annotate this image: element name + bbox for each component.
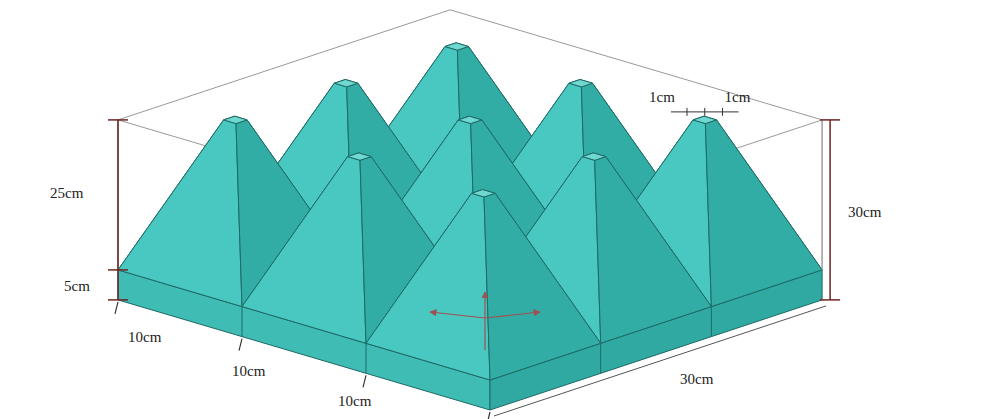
dimension-label: 30cm [680, 372, 713, 387]
pyramid-tip [693, 116, 717, 123]
base-cell-line [600, 343, 601, 373]
dimension-label: 10cm [232, 364, 265, 379]
pyramid-tip [472, 190, 496, 197]
axis-arrow [485, 312, 540, 318]
dimension-tick [108, 119, 128, 121]
dimension-tick [704, 108, 705, 116]
dimension-line [829, 120, 831, 300]
dimension-tick [820, 119, 840, 121]
dimension-label: 1cm [724, 90, 750, 105]
axis-arrow [430, 312, 485, 318]
pyramid-right-face [705, 120, 822, 307]
base-cell-line [366, 343, 367, 373]
frame-edge [118, 10, 450, 120]
dimension-label: 1cm [649, 90, 675, 105]
dimension-tick [108, 269, 128, 271]
dimension-tick [687, 108, 688, 116]
pyramid-right-face [595, 157, 712, 344]
pyramid-tip [445, 43, 469, 50]
dimension-tick [239, 339, 242, 351]
pyramid-right-face [484, 193, 601, 380]
base-cell-line [242, 307, 243, 337]
dimension-label: 25cm [50, 186, 83, 201]
frame-edge [822, 120, 823, 270]
dimension-tick [722, 108, 723, 116]
pyramid-tip [334, 80, 358, 87]
pyramid-tip [348, 153, 372, 160]
frame-edge [822, 120, 823, 270]
axis-arrow [484, 292, 485, 350]
pyramid-left-face [118, 120, 242, 307]
dimension-tick [108, 299, 128, 301]
dimension-label: 10cm [128, 330, 161, 345]
dimension-tick [115, 302, 118, 314]
dimension-label: 5cm [64, 279, 90, 294]
dimension-label: 30cm [848, 205, 881, 220]
pyramid-tip [458, 116, 482, 123]
dimension-label: 10cm [338, 394, 371, 409]
dimension-line [494, 306, 826, 416]
dimension-tick [820, 299, 840, 301]
pyramid-tip [224, 116, 248, 123]
base-cell-line [711, 307, 712, 337]
pyramid-tip [582, 153, 606, 160]
pyramid-tip [569, 80, 593, 87]
dimension-tick [363, 375, 366, 387]
pyramid-left-face [366, 193, 490, 380]
pyramid-left-face [242, 157, 366, 344]
dimension-tick [487, 412, 490, 419]
dimension-line [117, 120, 119, 300]
